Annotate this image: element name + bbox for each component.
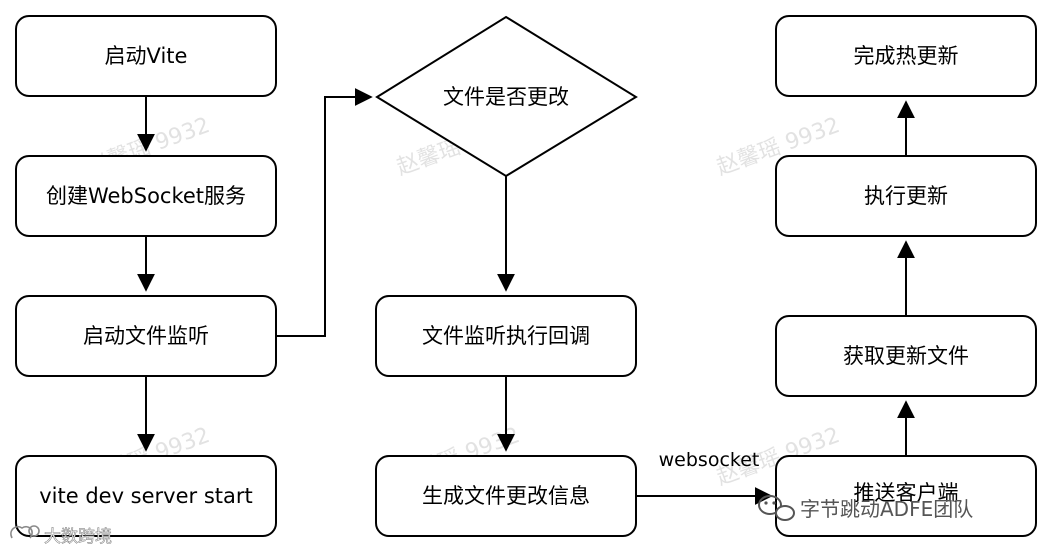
node-box [775, 315, 1037, 397]
node-start-vite: 启动Vite [15, 15, 277, 97]
node-label: vite dev server start [39, 484, 253, 508]
node-label: 执行更新 [864, 184, 948, 208]
node-file-changed-decision: 文件是否更改 [375, 15, 638, 178]
decision-diamond [375, 15, 638, 178]
brand-logo-icon [10, 525, 40, 539]
node-box [375, 455, 637, 537]
node-label: 创建WebSocket服务 [46, 184, 246, 208]
node-label: 文件是否更改 [443, 85, 569, 109]
node-file-watch-callback: 文件监听执行回调 [375, 295, 637, 377]
websocket-edge-label: websocket [659, 449, 760, 471]
edge-layer: websocket [137, 88, 915, 505]
node-create-websocket: 创建WebSocket服务 [15, 155, 277, 237]
node-box [775, 155, 1037, 237]
node-box [15, 455, 277, 537]
node-label: 完成热更新 [854, 44, 959, 68]
node-label: 文件监听执行回调 [422, 324, 590, 348]
node-box [775, 455, 1037, 537]
node-label: 推送客户端 [854, 481, 959, 505]
edge-watch-to-decision [276, 88, 373, 337]
bottom-left-branding: 大数跨境 [10, 525, 112, 547]
wechat-icon [758, 495, 795, 521]
node-box [15, 15, 277, 97]
node-execute-update: 执行更新 [775, 155, 1037, 237]
node-label: 启动Vite [105, 44, 188, 68]
node-start-file-watch: 启动文件监听 [15, 295, 277, 377]
node-box [15, 295, 277, 377]
bottom-left-account-name: 大数跨境 [44, 527, 112, 547]
node-label: 生成文件更改信息 [422, 484, 590, 508]
wechat-account-name: 字节跳动ADFE团队 [800, 497, 973, 521]
node-label: 获取更新文件 [843, 344, 969, 368]
node-vite-dev-server-start: vite dev server start [15, 455, 277, 537]
node-box [775, 15, 1037, 97]
node-get-updated-files: 获取更新文件 [775, 315, 1037, 397]
node-push-client: 推送客户端 [775, 455, 1037, 537]
node-box [15, 155, 277, 237]
node-label: 启动文件监听 [83, 324, 209, 348]
node-box [375, 295, 637, 377]
node-hot-update-done: 完成热更新 [775, 15, 1037, 97]
node-generate-change-info: 生成文件更改信息 [375, 455, 637, 537]
wechat-branding: 字节跳动ADFE团队 [758, 495, 973, 521]
